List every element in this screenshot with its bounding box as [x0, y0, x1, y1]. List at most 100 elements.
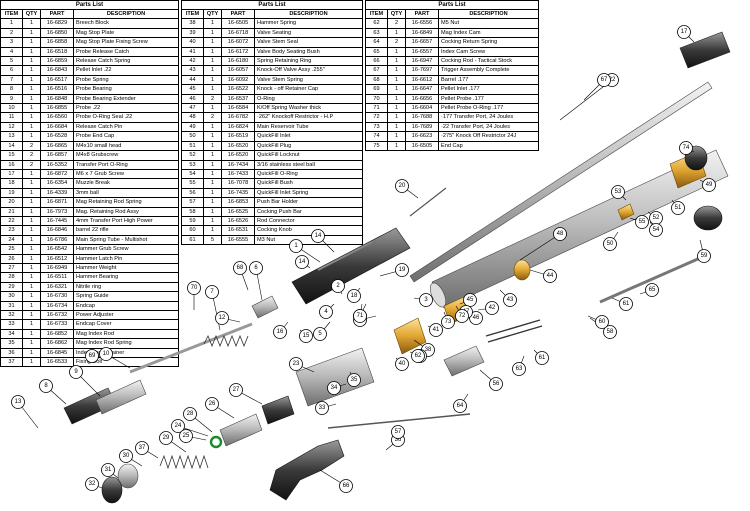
callout-3: 3: [419, 293, 433, 307]
callout-bubble: [455, 309, 469, 323]
callout-bubble: [395, 263, 409, 277]
table-title: Parts List: [365, 0, 539, 9]
callout-40: 40: [395, 357, 409, 371]
callout-bubble: [597, 73, 611, 87]
callout-number: 42: [489, 305, 496, 311]
callout-19: 19: [395, 263, 409, 277]
callout-bubble: [289, 239, 303, 253]
description-cell: Main Reservoir Tube: [254, 121, 363, 133]
callout-bubble: [395, 357, 409, 371]
description-cell: Trigger Assembly Complete: [438, 65, 539, 76]
callout-number: 38: [425, 347, 432, 353]
callout-64: 64: [453, 399, 467, 413]
description-cell: Mag Index Rod Spring: [73, 338, 179, 349]
callout-bubble: [512, 362, 526, 376]
callout-number: 14: [299, 259, 306, 265]
callout-50: 50: [603, 237, 617, 251]
callout-number: 56: [493, 381, 500, 387]
description-cell: Knock-Off Valve Assy .255": [254, 65, 363, 76]
cocking-return-spring: [485, 319, 543, 343]
callout-number: 8: [44, 383, 48, 389]
callout-number: 31: [105, 467, 112, 473]
callout-number: 44: [547, 273, 554, 279]
callout-9: 9: [69, 365, 83, 379]
callout-bubble: [469, 311, 483, 325]
callout-bubble: [677, 25, 691, 39]
callout-number: 62: [415, 353, 422, 359]
callout-bubble: [273, 325, 287, 339]
trigger-assembly: [269, 439, 345, 501]
description-cell: Knock - off Retainer Cap: [254, 84, 363, 95]
callout-bubble: [171, 419, 185, 433]
description-cell: Main Spring Tube - Multishot: [73, 234, 179, 246]
callout-number: 24: [175, 423, 182, 429]
callout-bubble: [535, 351, 549, 365]
callouts: 1234567891011121314141516171819202122232…: [11, 25, 716, 493]
callout-bubble: [553, 227, 567, 241]
callout-number: 1: [294, 243, 298, 249]
description-cell: Probe Release Catch: [73, 46, 179, 58]
callout-37: 37: [135, 441, 149, 455]
callout-29: 29: [159, 431, 173, 445]
callout-bubble: [299, 329, 313, 343]
callout-bubble: [391, 425, 405, 439]
cocking-rod: [599, 256, 701, 304]
endcap: [117, 463, 139, 489]
hammer-bearing: [261, 395, 295, 425]
callout-72: 72: [455, 309, 469, 323]
callout-number: 7: [210, 289, 214, 295]
callout-bubble: [671, 201, 685, 215]
pellet-inlet: [251, 295, 279, 319]
callout-number: 48: [557, 231, 564, 237]
callout-6: 6: [249, 261, 263, 275]
description-cell: ·275" Knock Off Restrictor 24J: [438, 131, 539, 142]
callout-5: 5: [313, 327, 327, 341]
callout-number: 37: [139, 445, 146, 451]
description-cell: ·22 Transfer Port, 24 Joules: [438, 121, 539, 133]
callout-bubble: [679, 141, 693, 155]
callout-26: 26: [205, 397, 219, 411]
description-cell: Mag. Retaining Rod Assy: [73, 206, 179, 217]
callout-number: 12: [219, 315, 226, 321]
callout-bubble: [205, 285, 219, 299]
description-cell: 3/16 stainless steel ball: [254, 159, 363, 170]
callout-bubble: [327, 381, 341, 395]
description-cell: Probe Bearing Extender: [73, 93, 179, 105]
callout-number: 35: [351, 377, 358, 383]
callout-bubble: [315, 401, 329, 415]
callout-bubble: [645, 283, 659, 297]
barrel: [409, 81, 713, 283]
callout-number: 16: [277, 329, 284, 335]
probe-spring: [203, 334, 249, 348]
callout-66: 66: [339, 479, 353, 493]
callout-number: 72: [459, 313, 466, 319]
description-cell: K/Off Spring Washer thick: [254, 103, 363, 114]
callout-61: 61: [535, 351, 549, 365]
callout-bubble: [489, 377, 503, 391]
callout-67: 67: [597, 73, 611, 87]
cocking-push-bar: [327, 413, 471, 429]
callout-59: 59: [697, 249, 711, 263]
callout-bubble: [229, 383, 243, 397]
callout-bubble: [99, 347, 113, 361]
callout-42: 42: [485, 301, 499, 315]
description-cell: Spring Retaining Ring: [254, 56, 363, 67]
callout-14: 14: [311, 229, 325, 243]
